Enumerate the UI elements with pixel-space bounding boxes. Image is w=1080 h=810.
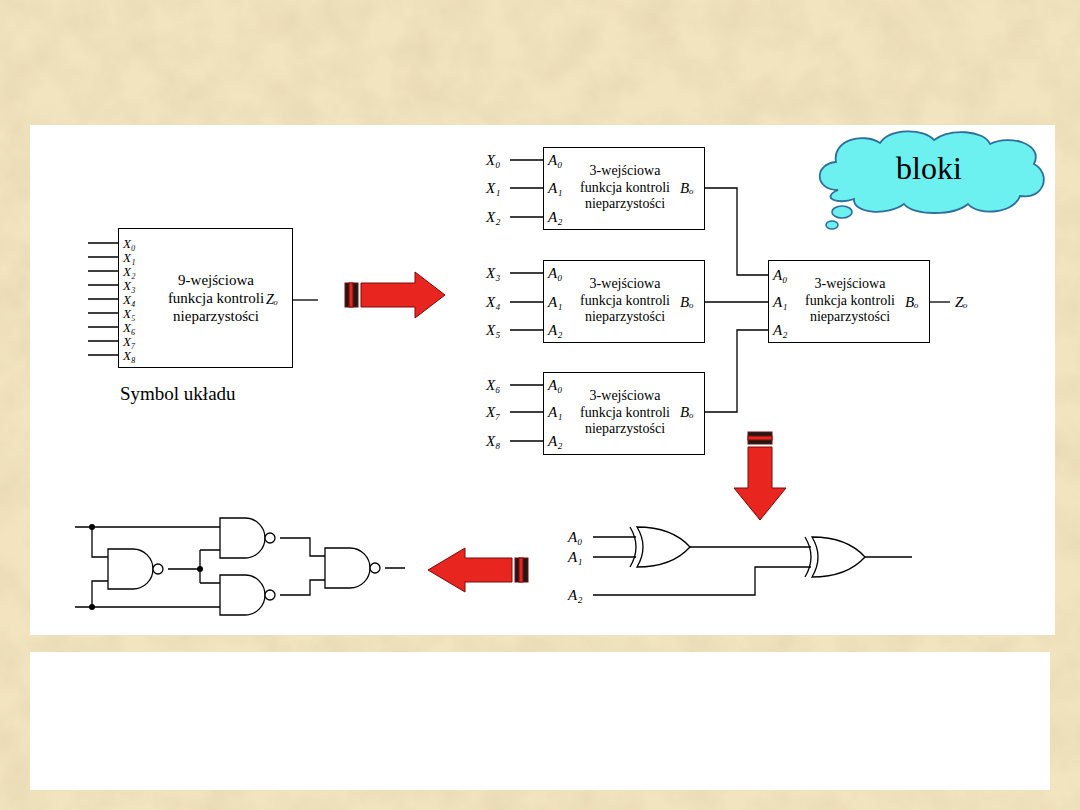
signal-label: X₃ — [486, 266, 500, 281]
signal-label: A₂ — [568, 588, 582, 603]
red-arrow — [428, 548, 512, 592]
nand-gate — [220, 518, 265, 558]
pin-label: A₁ — [548, 295, 562, 310]
pin-label: X₆ — [123, 321, 135, 334]
signal-wire — [705, 330, 768, 412]
xor-gate — [805, 537, 811, 577]
junction-dot — [197, 566, 203, 572]
empty-panel — [30, 652, 1050, 790]
signal-label: X₄ — [486, 295, 500, 310]
output-wire — [930, 301, 950, 302]
pin-label: A₂ — [548, 323, 562, 338]
pin-label: X₅ — [123, 307, 135, 320]
block-text: 3-wejściowa funkcja kontroli nieparzysto… — [805, 276, 895, 326]
pin-label: X₈ — [123, 349, 135, 362]
pin-label: A₀ — [548, 266, 562, 281]
signal-label: X₁ — [486, 181, 500, 196]
input-wires — [88, 243, 118, 355]
signal-label: X₇ — [486, 405, 500, 420]
xor-gate — [812, 537, 865, 577]
pin-label: A₂ — [548, 434, 562, 449]
block-text: 9-wejściowa funkcja kontroli nieparzysto… — [167, 271, 265, 325]
arrow-tail — [349, 283, 353, 307]
block-text: 3-wejściowa funkcja kontroli nieparzysto… — [580, 276, 670, 326]
caption-label: Symbol układu — [120, 384, 236, 403]
pin-label: X₇ — [123, 335, 135, 348]
signal-label: X₆ — [486, 378, 500, 393]
pin-label: Zₒ — [266, 293, 278, 307]
red-arrow — [734, 447, 786, 520]
pin-label: X₂ — [123, 265, 135, 278]
signal-label: X₈ — [486, 434, 500, 449]
nand-bubble — [265, 533, 275, 543]
nand-bubble — [265, 590, 275, 600]
pin-label: A₁ — [773, 295, 787, 310]
pin-label: Bₒ — [905, 295, 918, 310]
arrow-tail — [345, 283, 358, 307]
nand-bubble — [153, 564, 163, 574]
block-text: 3-wejściowa funkcja kontroli nieparzysto… — [580, 163, 670, 213]
output-wire — [293, 299, 318, 300]
pin-label: A₁ — [548, 405, 562, 420]
input-wires — [510, 160, 543, 441]
pin-label: A₀ — [773, 268, 787, 283]
nand-gate — [108, 549, 153, 589]
signal-label: Zₒ — [955, 295, 968, 310]
nand-gate — [220, 575, 265, 615]
junction-dot — [89, 524, 95, 530]
nand-bubble — [370, 563, 380, 573]
signal-label: A₁ — [568, 550, 582, 565]
signal-label: X₅ — [486, 323, 500, 338]
cloud-bubble — [826, 221, 838, 229]
pin-label: Bₒ — [680, 405, 693, 420]
signal-label: A₀ — [568, 530, 582, 545]
pin-label: X₄ — [123, 293, 135, 306]
signal-label: X₂ — [486, 210, 500, 225]
pin-label: X₀ — [123, 237, 135, 250]
pin-label: A₂ — [548, 210, 562, 225]
pin-label: X₃ — [123, 279, 135, 292]
pin-label: A₀ — [548, 378, 562, 393]
xor-gate — [637, 527, 690, 567]
pin-label: A₂ — [773, 323, 787, 338]
red-arrow — [361, 272, 445, 318]
xor-gate — [630, 527, 636, 567]
block-text: 3-wejściowa funkcja kontroli nieparzysto… — [580, 388, 670, 438]
signal-label: X₀ — [486, 153, 500, 168]
pin-label: Bₒ — [680, 181, 693, 196]
arrow-tail — [748, 436, 772, 440]
signal-wire — [705, 301, 768, 302]
pin-label: A₀ — [548, 153, 562, 168]
arrow-tail — [515, 558, 528, 582]
nand-gate — [325, 548, 370, 588]
cloud-text: bloki — [808, 149, 1050, 187]
arrow-tail — [519, 558, 523, 582]
cloud-bubble — [832, 206, 852, 218]
thought-cloud: bloki — [808, 128, 1050, 216]
arrow-tail — [748, 432, 772, 444]
junction-dot — [89, 604, 95, 610]
pin-label: Bₒ — [680, 295, 693, 310]
signal-wire — [705, 188, 768, 275]
pin-label: X₁ — [123, 251, 135, 264]
pin-label: A₁ — [548, 181, 562, 196]
